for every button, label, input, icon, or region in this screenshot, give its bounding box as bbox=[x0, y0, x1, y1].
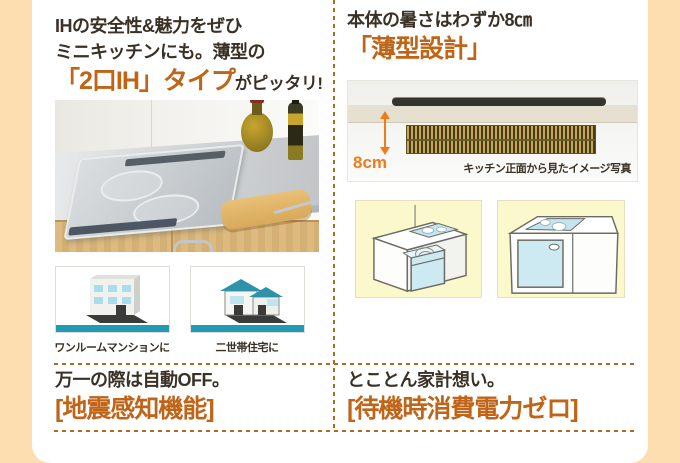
measure-arrow-icon bbox=[380, 111, 390, 155]
content-panel: IHの安全性&魅力をぜひ ミニキッチンにも。薄型の 「2口IH」タイプがピッタリ… bbox=[32, 0, 648, 463]
front-kitchen-icon bbox=[507, 215, 619, 294]
photo-cabinet-divider bbox=[171, 222, 173, 252]
two-family-house-icon bbox=[220, 279, 287, 323]
highlight-suffix: がピッタリ! bbox=[234, 74, 323, 93]
section-quake-heading: 万一の際は自動OFF。 [地震感知機能] bbox=[55, 367, 230, 424]
highlight-slim-design: 「薄型設計」 bbox=[347, 35, 492, 63]
apartment-building-icon bbox=[86, 275, 148, 323]
section-standby-heading: とことん家計想い。 [待機時消費電力ゼロ] bbox=[347, 367, 579, 424]
photo-ih-cooktop bbox=[63, 143, 245, 241]
photo-cooktop-vent bbox=[124, 150, 226, 167]
highlight-quake-sensor: [地震感知機能] bbox=[55, 395, 215, 423]
slim-heading-line: 本体の暑さはわずか8㎝ bbox=[347, 10, 532, 30]
photo-oil-bottle bbox=[288, 100, 303, 160]
ground-strip bbox=[191, 325, 304, 332]
thin-vent-grille bbox=[406, 125, 596, 154]
illustration-mini-kitchen bbox=[497, 200, 625, 298]
isometric-kitchen-icon bbox=[371, 204, 469, 293]
heading-line-1: IHの安全性&魅力をぜひ bbox=[55, 16, 242, 36]
thin-counter bbox=[348, 105, 637, 123]
horizontal-dashed-divider-top bbox=[54, 363, 638, 365]
section-slim-heading: 本体の暑さはわずか8㎝ 「薄型設計」 bbox=[347, 7, 532, 64]
thin-photo-caption: キッチン正面から見たイメージ写真 bbox=[463, 163, 631, 175]
use-case-apartment-caption: ワンルームマンションに bbox=[54, 342, 170, 354]
heading-highlight-row: 「2口IH」タイプがピッタリ! bbox=[55, 66, 323, 96]
quake-heading-line: 万一の際は自動OFF。 bbox=[55, 370, 230, 390]
standby-heading-line: とことん家計想い。 bbox=[347, 370, 505, 390]
highlight-zero-standby: [待機時消費電力ゼロ] bbox=[347, 395, 579, 423]
vertical-dashed-divider bbox=[333, 0, 335, 431]
cooktop-kitchen-photo bbox=[55, 100, 319, 252]
use-case-house-caption: 二世帯住宅に bbox=[215, 342, 280, 354]
use-case-house-box bbox=[190, 266, 305, 333]
photo-oil-flask bbox=[241, 100, 273, 152]
photo-drawer-handle bbox=[173, 240, 213, 252]
section-2burner-heading: IHの安全性&魅力をぜひ ミニキッチンにも。薄型の 「2口IH」タイプがピッタリ… bbox=[55, 13, 323, 96]
highlight-2burner-type: 「2口IH」タイプ bbox=[55, 67, 236, 95]
use-case-apartment-box bbox=[55, 266, 170, 333]
heading-line-2: ミニキッチンにも。薄型の bbox=[55, 42, 265, 62]
ground-strip bbox=[56, 325, 169, 332]
measure-label: 8cm bbox=[353, 153, 388, 172]
thin-cooktop-slab bbox=[392, 97, 606, 106]
photo-wall-corner bbox=[151, 100, 152, 150]
illustration-counter-dishwasher bbox=[355, 200, 482, 298]
horizontal-dashed-divider-bottom bbox=[54, 430, 638, 432]
thin-body-photo: 8cm キッチン正面から見たイメージ写真 bbox=[347, 80, 638, 182]
